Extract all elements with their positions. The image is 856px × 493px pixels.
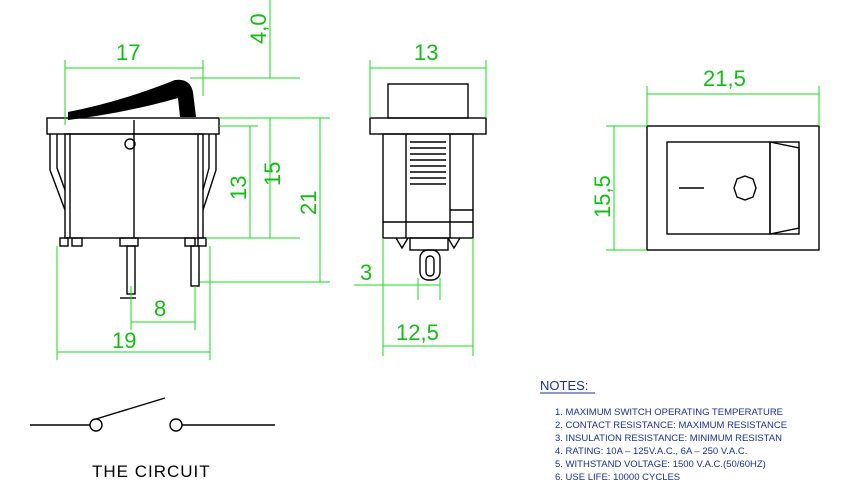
front-dimensions: 17 4,0 13 15 21 8 19 xyxy=(56,0,330,360)
front-view xyxy=(46,79,220,299)
circuit-diagram: THE CIRCUIT xyxy=(30,397,275,481)
dim-side-pin: 3 xyxy=(360,260,372,285)
notes-title: NOTES: xyxy=(540,378,588,393)
dim-side-base: 12,5 xyxy=(396,320,439,345)
panel-bezel xyxy=(646,125,820,251)
note-item: 2. CONTACT RESISTANCE: MAXIMUM RESISTANC… xyxy=(555,420,787,431)
side-dimensions: 13 3 12,5 xyxy=(354,40,487,356)
circuit-contact-right xyxy=(169,418,183,432)
dim-panel-width: 21,5 xyxy=(703,66,746,91)
panel-off-mark xyxy=(733,175,757,201)
front-left-clip xyxy=(49,134,66,211)
side-ribs xyxy=(410,141,446,185)
side-terminal xyxy=(419,249,441,281)
dim-front-h13: 13 xyxy=(226,176,251,200)
panel-dimensions: 21,5 15,5 xyxy=(590,66,820,251)
side-view xyxy=(369,83,487,281)
dim-front-pin-spacing: 8 xyxy=(154,296,166,321)
notes-block: NOTES: 1. MAXIMUM SWITCH OPERATING TEMPE… xyxy=(540,378,787,483)
front-rocker xyxy=(68,79,196,120)
front-right-clip xyxy=(202,134,217,211)
note-item: 1. MAXIMUM SWITCH OPERATING TEMPERATURE xyxy=(555,407,783,418)
note-item: 4. RATING: 10A – 125V.A.C., 6A – 250 V.A… xyxy=(555,446,747,457)
circuit-contact-left xyxy=(89,418,103,432)
dim-front-top: 4,0 xyxy=(246,13,271,44)
dim-front-base: 19 xyxy=(112,328,136,353)
front-rivet xyxy=(124,138,136,150)
panel-view xyxy=(646,125,820,251)
dim-front-h15: 15 xyxy=(260,162,285,186)
dim-side-width: 13 xyxy=(414,40,438,65)
dim-panel-height: 15,5 xyxy=(590,175,615,218)
front-terminal-2 xyxy=(190,245,200,287)
note-item: 5. WITHSTAND VOLTAGE: 1500 V.A.C.(50/60H… xyxy=(555,459,766,470)
dim-front-width: 17 xyxy=(116,40,140,65)
note-item: 6. USE LIFE: 10000 CYCLES xyxy=(555,472,680,483)
note-item: 3. INSULATION RESISTANCE: MINIMUM RESIST… xyxy=(555,433,782,444)
front-flange xyxy=(46,117,220,135)
dim-front-h21: 21 xyxy=(296,191,321,215)
circuit-label: THE CIRCUIT xyxy=(92,462,211,481)
